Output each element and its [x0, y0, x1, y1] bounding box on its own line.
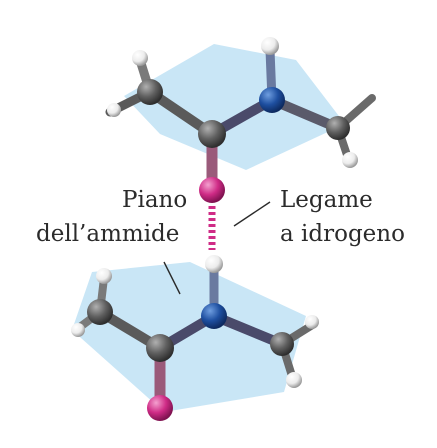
lower-amide-plane: [72, 262, 306, 412]
carbon-atom: [137, 79, 163, 105]
carbon-atom: [87, 299, 113, 325]
carbon-atom: [326, 116, 350, 140]
amide-plane-label-line2: dell’ammide: [36, 221, 180, 247]
upper-amide-plane: [124, 44, 345, 170]
amide-plane-label-line1: Piano: [122, 187, 188, 213]
hydrogen-bond-label-line2: a idrogeno: [280, 221, 405, 247]
lower-amide-molecule: [71, 255, 319, 421]
hydrogen-atom: [261, 37, 279, 55]
oxygen-atom: [199, 177, 225, 203]
nitrogen-atom: [259, 87, 285, 113]
hydrogen-atom: [286, 372, 302, 388]
hydrogen-bond-label-line1: Legame: [280, 187, 373, 213]
oxygen-atom: [147, 395, 173, 421]
plane-label-leader-line: [163, 261, 181, 295]
hydrogen-atom: [71, 323, 85, 337]
carbon-atom: [270, 332, 294, 356]
carbon-atom: [146, 334, 174, 362]
upper-amide-molecule: [105, 37, 376, 203]
upper-plane-shading: [124, 44, 345, 170]
hydrogen-atom: [132, 50, 148, 66]
hydrogen-atom: [205, 255, 223, 273]
hydrogen-atom: [305, 315, 319, 329]
nitrogen-atom: [201, 303, 227, 329]
hbond-label-leader-line: [233, 201, 271, 227]
hydrogen-atom: [96, 268, 112, 284]
lower-plane-shading: [72, 262, 306, 412]
carbon-atom: [198, 120, 226, 148]
hydrogen-atom: [107, 103, 121, 117]
hydrogen-atom: [342, 152, 358, 168]
